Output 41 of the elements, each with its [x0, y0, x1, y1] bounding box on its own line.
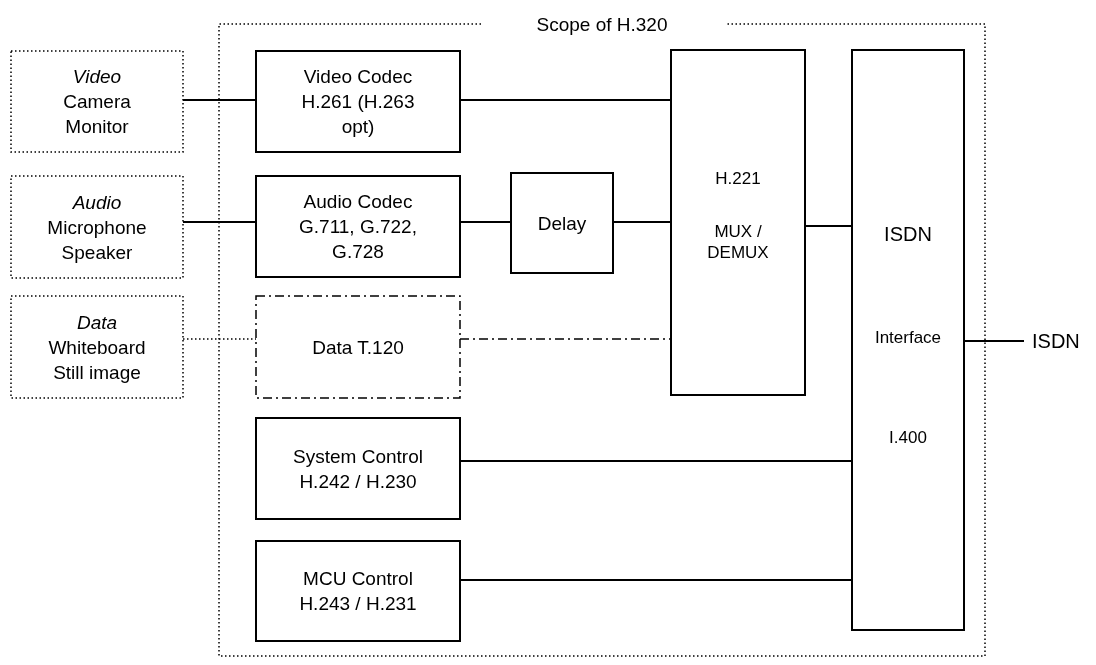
box-label: Delay: [537, 211, 587, 236]
interface-box: [852, 50, 964, 630]
connector-line: [804, 225, 853, 227]
connector-line: [459, 579, 853, 581]
device-box: [11, 51, 183, 152]
connector-line: [459, 221, 512, 223]
box-label: Interface: [874, 326, 942, 348]
category-label: Data: [76, 310, 118, 335]
box-label: H.221: [715, 167, 761, 189]
box-label: Whiteboard Still image: [47, 335, 147, 385]
control-box: [256, 418, 460, 519]
box-label: Data T.120: [312, 335, 404, 360]
box-label: Microphone Speaker: [46, 215, 148, 265]
connector-line: [182, 99, 257, 101]
box-label: MCU Control H.243 / H.231: [298, 567, 418, 616]
device-box: [11, 296, 183, 398]
connector-line: [182, 338, 257, 340]
category-label: Audio: [72, 190, 122, 215]
category-label: Video: [72, 65, 122, 89]
codec-box: [256, 51, 460, 152]
connector-line: [459, 99, 672, 101]
box-label: MUX / DEMUX: [706, 221, 770, 263]
device-box: [11, 176, 183, 278]
connector-line: [963, 340, 1025, 342]
codec-box: [256, 176, 460, 277]
control-box: [256, 541, 460, 641]
data-box: [256, 296, 460, 398]
box-label: I.400: [889, 426, 927, 448]
connector-line: [182, 221, 257, 223]
box-label: ISDN: [884, 223, 932, 245]
box-label: Audio Codec G.711, G.722, G.728: [298, 190, 418, 264]
box-label: Video Codec H.261 (H.263 opt): [300, 65, 416, 139]
delay-box: [511, 173, 613, 273]
connector-line: [459, 338, 672, 340]
mux-box: [671, 50, 805, 395]
box-label: System Control H.242 / H.230: [292, 444, 424, 494]
box-label: ISDN: [1032, 328, 1078, 354]
connector-line: [612, 221, 672, 223]
connector-line: [459, 460, 853, 462]
box-label: Camera Monitor: [62, 90, 132, 139]
scope-title: Scope of H.320: [536, 12, 668, 37]
